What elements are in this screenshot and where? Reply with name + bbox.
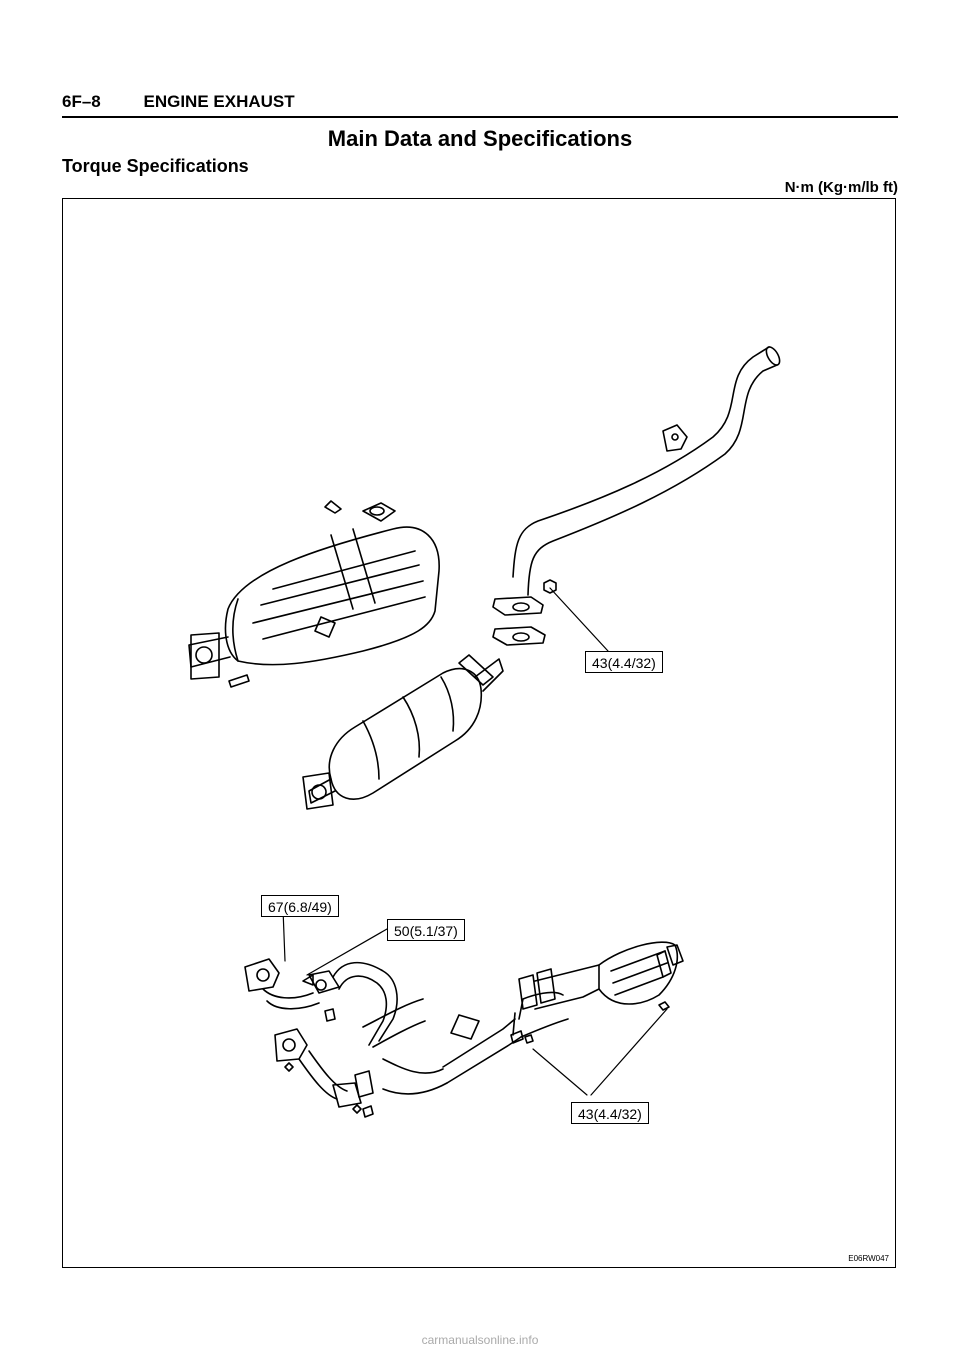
page-header: 6F–8 ENGINE EXHAUST bbox=[62, 92, 295, 112]
torque-callout-front-pipe: 50(5.1/37) bbox=[387, 919, 465, 941]
center-converter bbox=[302, 654, 504, 810]
front-catalytic-converter bbox=[510, 941, 684, 1044]
page-number: 6F–8 bbox=[62, 92, 101, 111]
exhaust-system-diagram bbox=[188, 346, 781, 1118]
torque-callout-rear-flange: 43(4.4/32) bbox=[585, 651, 663, 673]
section-title: ENGINE EXHAUST bbox=[143, 92, 295, 111]
watermark-text: carmanualsonline.info bbox=[421, 1333, 539, 1347]
unit-label: N·m (Kg·m/lb ft) bbox=[784, 179, 898, 196]
diagram-frame: 43(4.4/32) 67(6.8/49) 50(5.1/37) 43(4.4/… bbox=[62, 198, 896, 1268]
header-rule bbox=[62, 116, 898, 118]
figure-id: E06RW047 bbox=[848, 1254, 889, 1263]
silencer bbox=[188, 500, 440, 688]
torque-callout-exhaust-manifold: 67(6.8/49) bbox=[261, 895, 339, 917]
leader-lines bbox=[282, 587, 668, 1096]
subsection-title: Torque Specifications bbox=[62, 156, 249, 176]
page-title: Main Data and Specifications bbox=[327, 126, 633, 151]
torque-callout-catalytic-flange: 43(4.4/32) bbox=[571, 1102, 649, 1124]
tail-pipe bbox=[492, 346, 781, 646]
front-pipe-assembly bbox=[244, 958, 569, 1118]
